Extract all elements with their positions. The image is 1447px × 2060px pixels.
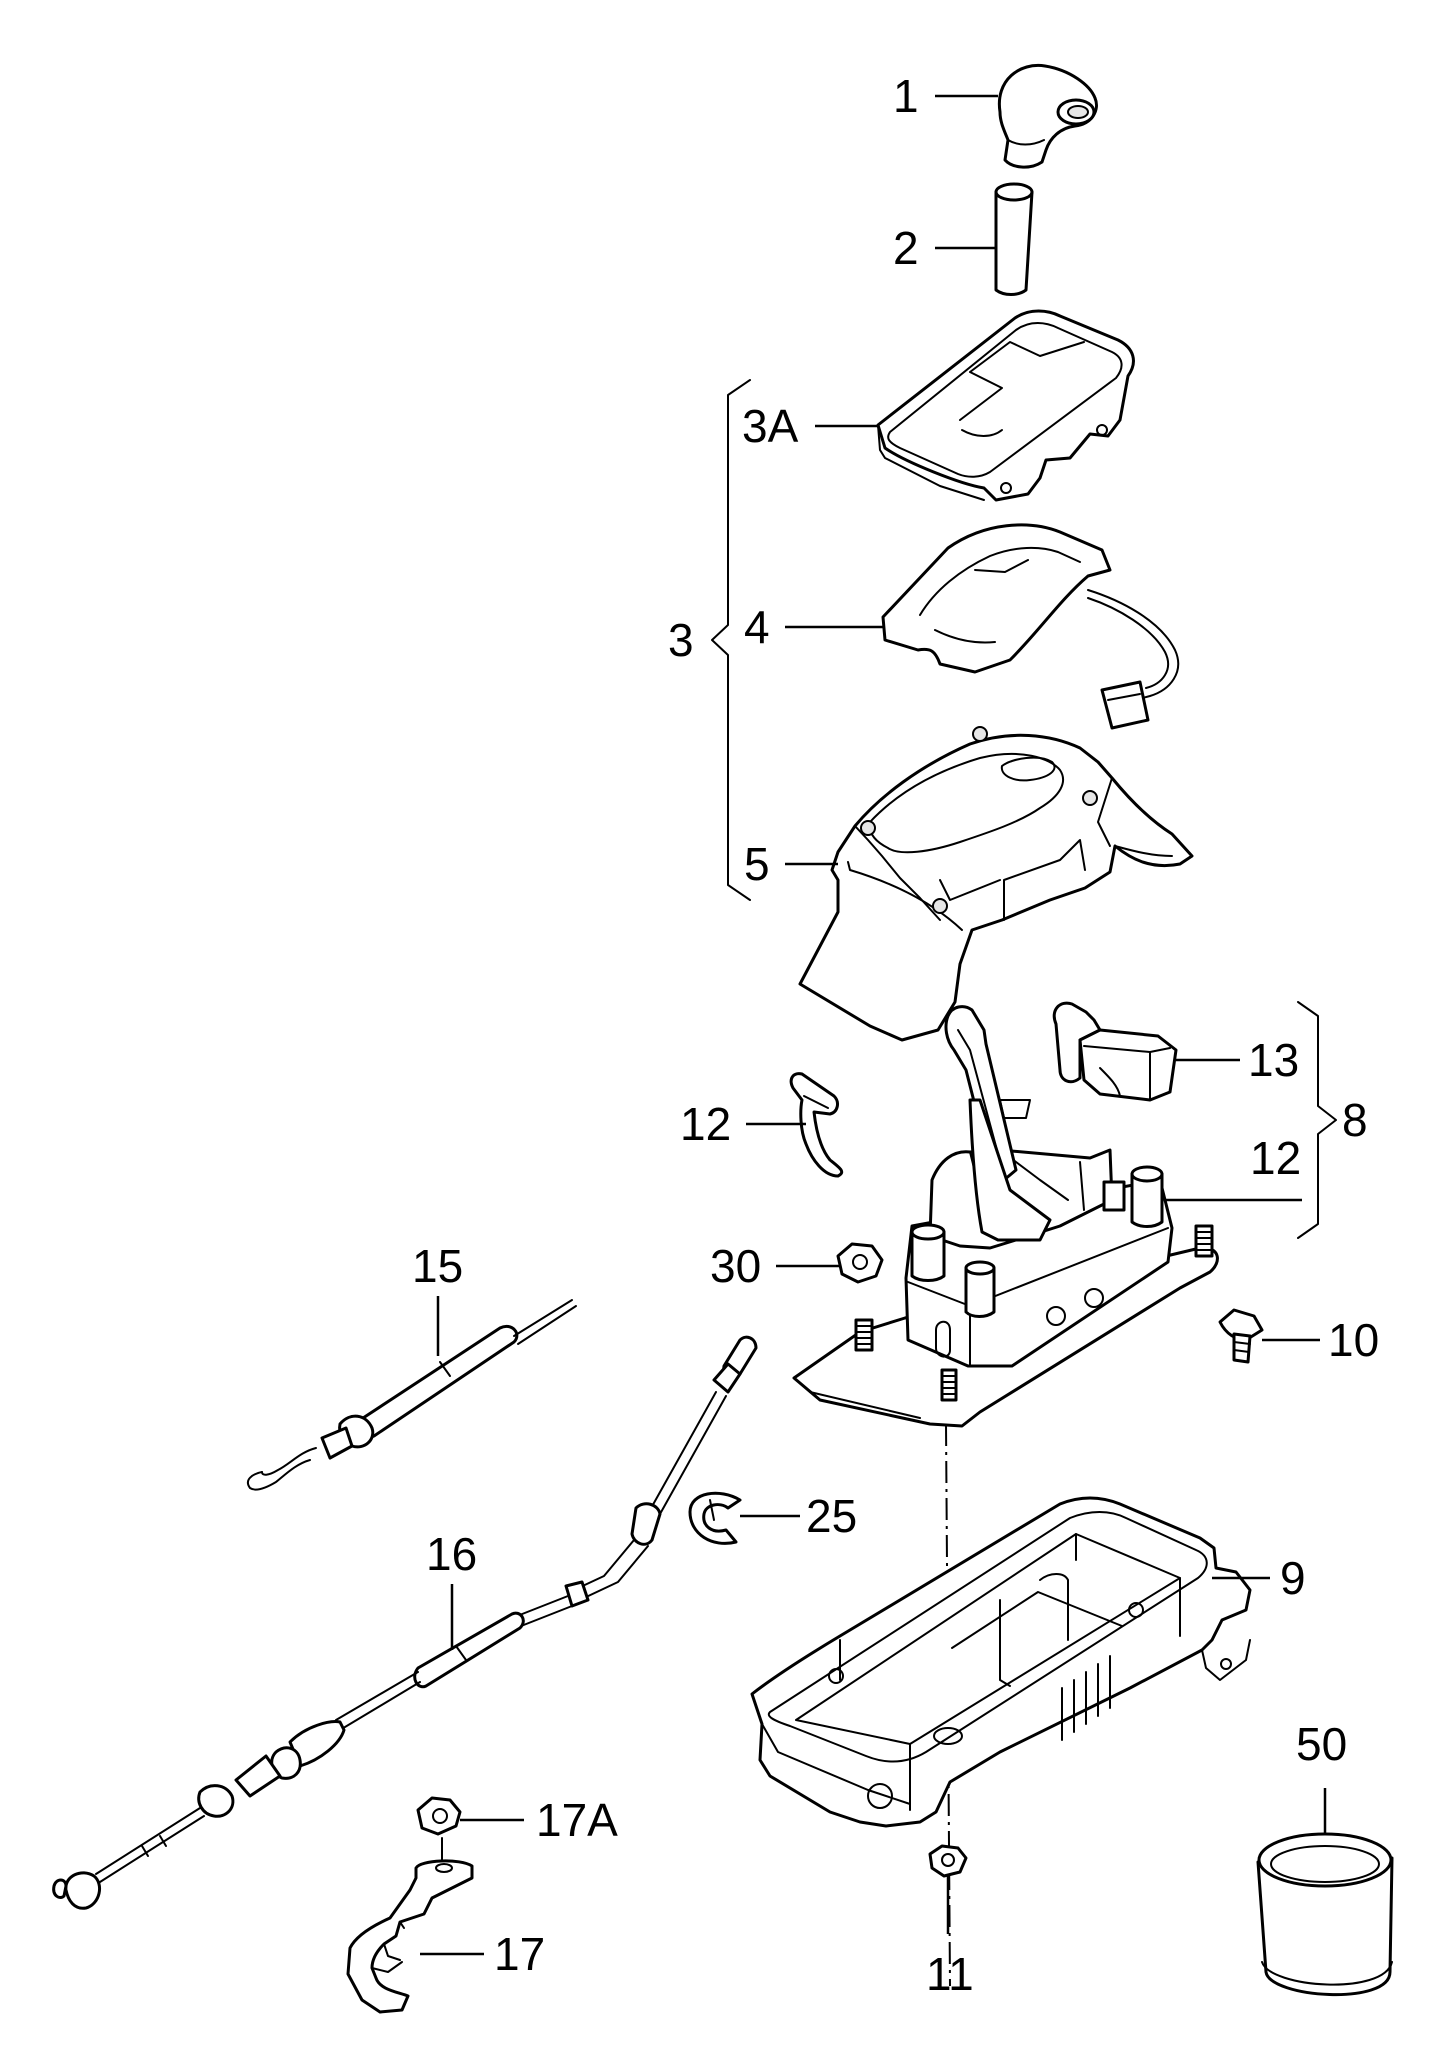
callout-11[interactable]: 11 (926, 1948, 974, 2000)
part-5-housing[interactable] (798, 726, 1194, 1042)
callout-30[interactable]: 30 (710, 1240, 761, 1292)
callout-50[interactable]: 50 (1296, 1718, 1347, 1770)
part-4-indicator-panel[interactable] (881, 523, 1180, 730)
part-15-cable[interactable] (246, 1299, 577, 1491)
part-12-clip-left[interactable] (789, 1072, 844, 1178)
callout-2[interactable]: 2 (893, 222, 919, 274)
part-11-fastener[interactable] (928, 1844, 968, 1878)
part-1-shift-knob[interactable] (997, 63, 1098, 169)
callout-8[interactable]: 8 (1342, 1094, 1368, 1146)
part-3A-cover[interactable] (876, 309, 1135, 502)
part-16-shift-cable[interactable] (52, 1335, 758, 1910)
callout-16[interactable]: 16 (426, 1528, 477, 1580)
callout-12b[interactable]: 12 (1250, 1132, 1301, 1184)
callout-15[interactable]: 15 (412, 1240, 463, 1292)
part-10-bolt[interactable] (1218, 1308, 1264, 1364)
callout-3A[interactable]: 3A (742, 400, 799, 452)
callout-25[interactable]: 25 (806, 1490, 857, 1542)
callout-17A[interactable]: 17A (536, 1794, 618, 1846)
part-17A-nut[interactable] (416, 1796, 462, 1836)
callout-5[interactable]: 5 (744, 838, 770, 890)
part-30-nut[interactable] (836, 1242, 884, 1284)
bracket-3 (711, 379, 751, 901)
part-9-tray[interactable] (750, 1496, 1252, 1828)
callout-13[interactable]: 13 (1248, 1034, 1299, 1086)
part-8-shift-mechanism[interactable] (792, 1005, 1219, 1428)
part-2-sleeve[interactable] (994, 182, 1034, 296)
assembly-centerline (945, 1423, 951, 1987)
callout-3[interactable]: 3 (668, 614, 694, 666)
callout-1[interactable]: 1 (893, 70, 919, 122)
part-25-clip[interactable] (688, 1491, 742, 1545)
part-13-solenoid[interactable] (1052, 1001, 1178, 1102)
callout-10[interactable]: 10 (1328, 1314, 1379, 1366)
part-17-bracket[interactable] (346, 1837, 474, 2014)
part-50-grommet[interactable] (1256, 1832, 1394, 1996)
callout-17[interactable]: 17 (494, 1928, 545, 1980)
callout-12a[interactable]: 12 (680, 1098, 731, 1150)
callout-9[interactable]: 9 (1280, 1552, 1306, 1604)
bracket-8 (1297, 1001, 1337, 1239)
callout-4[interactable]: 4 (744, 601, 770, 653)
